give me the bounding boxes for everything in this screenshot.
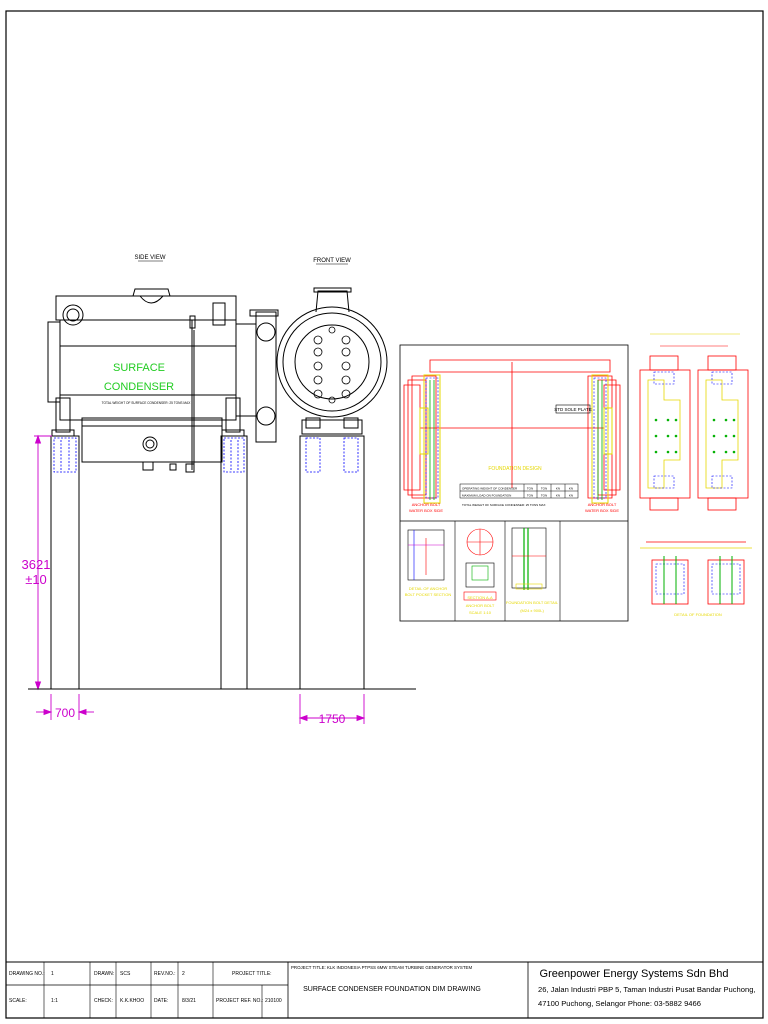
- foundation-table-row-1-unit-3: KN: [556, 487, 560, 491]
- detail-2-label-1: SECTION A-A: [467, 595, 493, 600]
- detail-plan-pedestals: [419, 374, 613, 504]
- scale-label: SCALE:: [9, 998, 27, 1004]
- foundation-table-row-2-unit-4: KN: [569, 494, 573, 498]
- scale-value: 1:1: [51, 998, 58, 1004]
- front-width-dimension: [298, 694, 366, 724]
- side-anchor-bolts: [53, 437, 245, 473]
- detail-2-label-2: ANCHOR BOLT: [466, 603, 495, 608]
- title-block: DRAWING NO.: 1 DRAWN: SCS REV.NO.: 2 PRO…: [5, 961, 764, 1019]
- detail-1-label-1: DETAIL OF ANCHOR: [409, 586, 448, 591]
- foundation-table-row-1-unit-1: TON: [527, 487, 533, 491]
- slide-plate-label: STD SOLE PLATE: [554, 407, 591, 412]
- date-label: DATE:: [154, 998, 168, 1004]
- front-tube-holes: [313, 326, 351, 404]
- detail-plan-bolts: [429, 380, 603, 500]
- foundation-table-row-1: OPERATING WEIGHT OF CONDENSER: [462, 487, 518, 491]
- foundation-table-row-2-unit-1: TON: [527, 494, 533, 498]
- detail-3-label-1: FOUNDATION BOLT DETAIL: [506, 600, 559, 605]
- condenser-shell: [47, 288, 279, 473]
- right-detail-label: DETAIL OF FOUNDATION: [674, 612, 722, 617]
- right-section-view: [640, 541, 752, 605]
- project-ref-label: PROJECT REF. NO.:: [216, 998, 263, 1004]
- foundation-table-row-1-unit-2: TON: [541, 487, 547, 491]
- right-anchor-label-2: WATER BOX SIDE: [585, 508, 619, 513]
- foundation-detail-sheet: ANCHOR BOLT WATER BOX SIDE ANCHOR BOLT W…: [399, 344, 629, 622]
- rev-value: 2: [182, 971, 185, 977]
- front-view-label: FRONT VIEW: [313, 258, 351, 264]
- right-pedestal-right: [697, 355, 749, 511]
- date-value: 8/3/21: [182, 998, 196, 1004]
- condenser-label-line1: SURFACE: [113, 362, 165, 374]
- pedestal-width-dimension: [36, 694, 94, 720]
- pedestal-width-value: 700: [55, 706, 75, 720]
- project-title-label: PROJECT TITLE:: [232, 971, 272, 977]
- check-label: CHECK:: [94, 998, 113, 1004]
- detail-1-label-2: BOLT POCKET SECTION: [405, 592, 452, 597]
- front-width-value: 1750: [319, 712, 346, 726]
- foundation-table-row-2: MAXIMUM LOAD ON FOUNDATION: [462, 494, 511, 498]
- foundation-table: [459, 483, 579, 499]
- height-dimension-tolerance: ±10: [25, 572, 47, 587]
- detail-2-drawing: [463, 528, 497, 601]
- detail-3-label-2: (M24 x 900L): [520, 608, 544, 613]
- height-dimension-value: 3621: [22, 557, 51, 572]
- drawing-no-label: DRAWING NO.:: [9, 971, 45, 977]
- detail-3-drawing: [511, 527, 547, 590]
- drawn-label: DRAWN:: [94, 971, 114, 977]
- detail-plan-outline: [403, 359, 621, 499]
- front-pedestals: [299, 435, 365, 690]
- detail-2-label-3: SCALE 1:10: [469, 610, 492, 615]
- company-name: Greenpower Energy Systems Sdn Bhd: [540, 968, 729, 980]
- drawn-value: SCS: [120, 971, 131, 977]
- drawing-no-value: 1: [51, 971, 54, 977]
- drawing-title: SURFACE CONDENSER FOUNDATION DIM DRAWING: [303, 986, 481, 993]
- side-view-label: SIDE VIEW: [134, 255, 165, 261]
- front-shell: [276, 287, 388, 435]
- foundation-table-row-1-unit-4: KN: [569, 487, 573, 491]
- foundation-table-title: FOUNDATION DESIGN: [488, 466, 542, 472]
- foundation-table-row-2-unit-3: KN: [556, 494, 560, 498]
- front-anchor-bolts: [305, 437, 359, 473]
- detail-1-drawing: [407, 529, 445, 581]
- foundation-table-note: TOTAL WEIGHT OF SURFACE CONDENSER: 25 TO…: [462, 503, 545, 507]
- rev-label: REV.NO.:: [154, 971, 176, 977]
- foundation-table-row-2-unit-2: TON: [541, 494, 547, 498]
- right-anchor-label-1: ANCHOR BOLT: [588, 502, 617, 507]
- condenser-label-line2: CONDENSER: [104, 381, 174, 393]
- company-address-line2: 47100 Puchong, Selangor Phone: 03-5882 9…: [538, 999, 701, 1008]
- side-pedestals: [50, 435, 248, 690]
- sheet-border: [5, 10, 764, 1019]
- left-anchor-label-1: ANCHOR BOLT: [412, 502, 441, 507]
- left-anchor-label-2: WATER BOX SIDE: [409, 508, 443, 513]
- condenser-weight-note: TOTAL WEIGHT OF SURFACE CONDENSER: 25 TO…: [102, 401, 192, 405]
- check-value: K.K.KHOO: [120, 998, 144, 1004]
- project-title-full: PROJECT TITLE: KLK INDONESIA PTPSS 6MW S…: [291, 965, 472, 970]
- right-pedestal-left: [639, 355, 691, 511]
- right-pedestal-details: DETAIL OF FOUNDATION: [639, 333, 752, 617]
- front-view: FRONT VIEW: [276, 258, 388, 726]
- side-view: SIDE VIEW: [22, 255, 416, 720]
- company-address-line1: 26, Jalan Industri PBP 5, Taman Industri…: [538, 985, 756, 994]
- project-ref-value: 210100: [265, 998, 282, 1004]
